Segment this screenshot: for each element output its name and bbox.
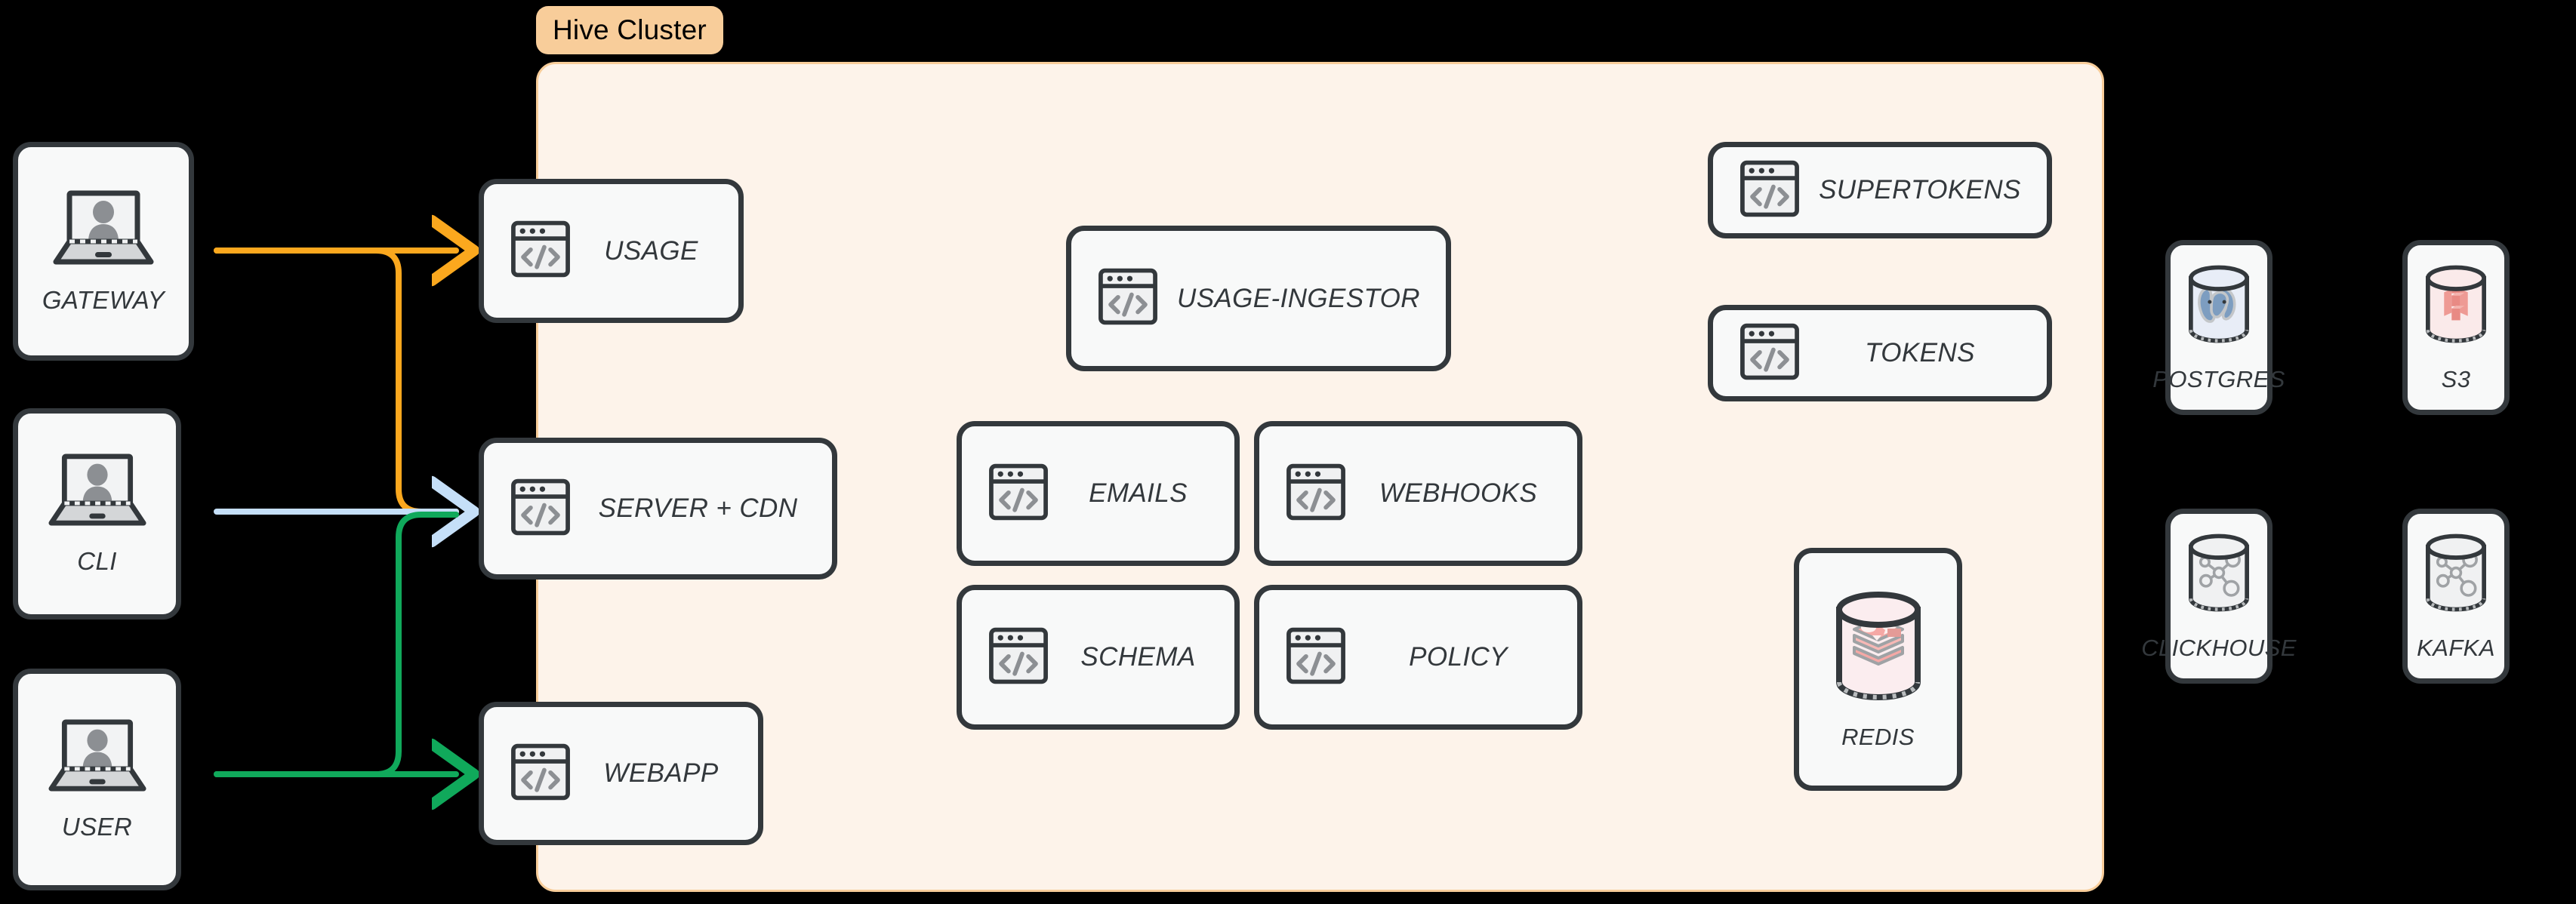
kafka-cylinder-icon bbox=[2418, 531, 2494, 618]
client-node-gateway[interactable]: GATEWAY bbox=[13, 142, 194, 361]
client-label-gateway: GATEWAY bbox=[42, 285, 165, 314]
s3-cylinder-icon bbox=[2418, 263, 2494, 349]
code-window-icon bbox=[510, 218, 572, 284]
code-window-icon bbox=[1739, 158, 1801, 223]
code-window-icon bbox=[1739, 321, 1801, 386]
laptop-user-icon bbox=[53, 189, 154, 271]
service-node-webapp[interactable]: WEBAPP bbox=[479, 702, 763, 845]
store-label-s3: S3 bbox=[2441, 365, 2471, 392]
store-node-clickhouse[interactable]: CLICKHOUSE bbox=[2141, 509, 2296, 684]
store-node-s3[interactable]: S3 bbox=[2402, 240, 2510, 415]
client-node-cli[interactable]: CLI bbox=[13, 408, 181, 620]
code-window-icon bbox=[510, 741, 572, 807]
service-label-usage: USAGE bbox=[604, 235, 698, 266]
service-label-webapp: WEBAPP bbox=[603, 758, 719, 788]
service-node-schema[interactable]: SCHEMA bbox=[957, 585, 1240, 730]
service-node-policy[interactable]: POLICY bbox=[1254, 585, 1582, 730]
code-window-icon bbox=[1285, 461, 1347, 527]
store-label-redis: REDIS bbox=[1841, 723, 1915, 750]
service-node-usage[interactable]: USAGE bbox=[479, 179, 744, 323]
store-node-postgres[interactable]: POSTGRES bbox=[2152, 240, 2285, 415]
code-window-icon bbox=[1097, 266, 1159, 331]
store-label-kafka: KAFKA bbox=[2417, 634, 2495, 661]
service-label-webhooks: WEBHOOKS bbox=[1379, 478, 1538, 508]
laptop-user-icon bbox=[48, 718, 146, 798]
client-label-user: USER bbox=[61, 813, 133, 841]
service-label-schema: SCHEMA bbox=[1080, 642, 1196, 672]
code-window-icon bbox=[988, 461, 1049, 527]
service-label-supertokens: SUPERTOKENS bbox=[1819, 175, 2021, 204]
clickhouse-cylinder-icon bbox=[2181, 531, 2257, 618]
service-label-emails: EMAILS bbox=[1089, 478, 1188, 508]
laptop-user-icon bbox=[48, 452, 146, 532]
service-node-tokens[interactable]: TOKENS bbox=[1708, 305, 2052, 401]
store-label-clickhouse: CLICKHOUSE bbox=[2141, 634, 2297, 661]
client-node-user[interactable]: USER bbox=[13, 669, 181, 890]
postgres-cylinder-icon bbox=[2181, 263, 2257, 349]
hive-cluster-badge: Hive Cluster bbox=[536, 6, 723, 54]
hive-cluster-badge-label: Hive Cluster bbox=[553, 14, 707, 45]
store-label-postgres: POSTGRES bbox=[2152, 365, 2285, 392]
code-window-icon bbox=[510, 476, 572, 542]
service-node-emails[interactable]: EMAILS bbox=[957, 421, 1240, 566]
service-label-policy: POLICY bbox=[1409, 642, 1508, 672]
service-label-tokens: TOKENS bbox=[1865, 338, 1975, 367]
edge-gateway-to-server-cdn bbox=[214, 248, 459, 515]
service-node-webhooks[interactable]: WEBHOOKS bbox=[1254, 421, 1582, 566]
code-window-icon bbox=[988, 625, 1049, 690]
code-window-icon bbox=[1285, 625, 1347, 690]
service-label-usage-ingestor: USAGE-INGESTOR bbox=[1177, 283, 1420, 313]
edge-user-to-server-cdn bbox=[214, 512, 459, 777]
store-node-kafka[interactable]: KAFKA bbox=[2402, 509, 2510, 684]
service-label-server-cdn: SERVER + CDN bbox=[598, 494, 798, 523]
redis-cylinder-icon bbox=[1826, 589, 1931, 707]
store-node-redis[interactable]: REDIS bbox=[1794, 548, 1962, 791]
service-node-usage-ingestor[interactable]: USAGE-INGESTOR bbox=[1066, 226, 1451, 371]
service-node-server-cdn[interactable]: SERVER + CDN bbox=[479, 438, 837, 580]
client-label-cli: CLI bbox=[77, 547, 117, 575]
service-node-supertokens[interactable]: SUPERTOKENS bbox=[1708, 142, 2052, 238]
